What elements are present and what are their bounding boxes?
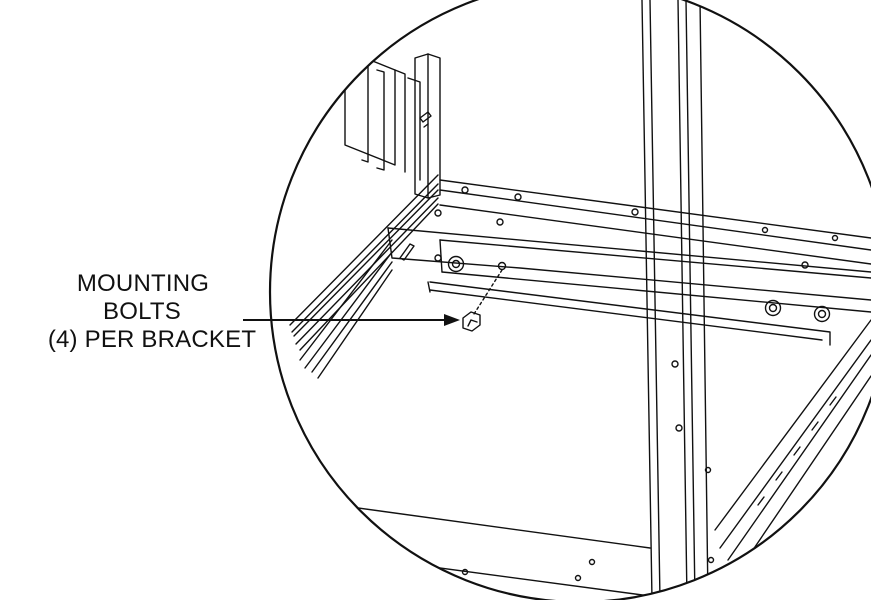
mounting-bracket: [387, 227, 871, 346]
detail-circle: [268, 0, 871, 600]
frame-assembly: [289, 0, 871, 600]
callout-leader: [243, 314, 460, 326]
hex-bolt-icon: [813, 305, 831, 323]
hex-bolt-icon: [447, 255, 465, 273]
left-side-panel: [344, 49, 441, 199]
bottom-floor-rail: [299, 499, 651, 597]
center-vertical-post: [641, 0, 715, 600]
top-rail: [434, 179, 871, 265]
bracket-bolts: [447, 255, 831, 323]
loose-bolt: [462, 269, 503, 332]
label-block: MOUNTING BOLTS (4) PER BRACKET: [0, 270, 290, 354]
callout-label-line-2: BOLTS: [103, 298, 181, 325]
left-diagonal-rails: [289, 174, 439, 379]
callout-label-line-1: MOUNTING: [76, 270, 210, 297]
hex-bolt-icon: [764, 299, 782, 317]
right-diagonal-brace: [714, 319, 871, 567]
callout-label-line-3: (4) PER BRACKET: [47, 326, 257, 353]
